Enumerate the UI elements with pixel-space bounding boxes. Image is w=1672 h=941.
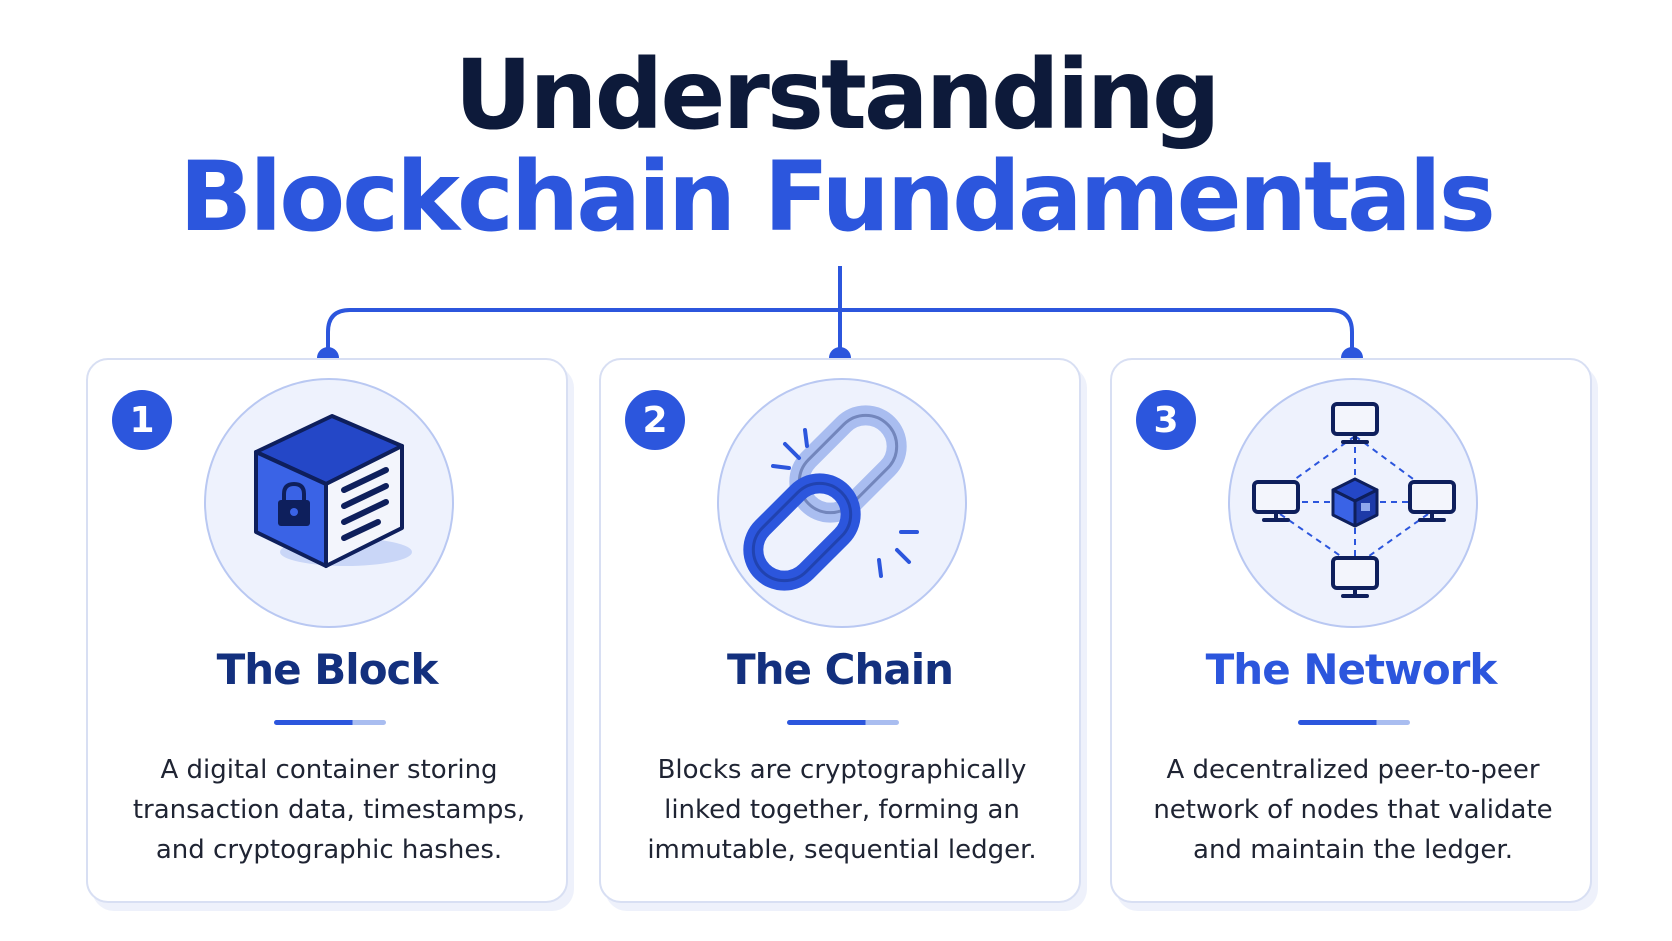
title-underline-chain bbox=[787, 720, 899, 725]
icon-circle-block bbox=[204, 378, 454, 628]
chain-link-icon bbox=[743, 405, 919, 591]
network-nodes-icon bbox=[1252, 402, 1456, 598]
card-description-network: A decentralized peer-to-peer network of … bbox=[1153, 755, 1553, 865]
card-title-network: The Network bbox=[1205, 645, 1498, 694]
card-block: 1 The Block A digit bbox=[86, 358, 568, 903]
monitor-bottom bbox=[1331, 556, 1379, 598]
monitor-left bbox=[1252, 480, 1300, 522]
card-chain: 2 The Chain Blocks are cryptographically… bbox=[599, 358, 1081, 903]
monitor-top bbox=[1331, 402, 1379, 444]
card-title-block: The Block bbox=[216, 645, 439, 694]
title-underline-block bbox=[274, 720, 386, 725]
card-title-chain: The Chain bbox=[726, 645, 954, 694]
title-underline-network bbox=[1298, 720, 1410, 725]
title-line-2: Blockchain Fundamentals bbox=[179, 141, 1496, 253]
step-badge-2: 2 bbox=[625, 390, 685, 450]
icon-circle-chain bbox=[717, 378, 967, 628]
step-badge-3: 3 bbox=[1136, 390, 1196, 450]
monitor-right bbox=[1408, 480, 1456, 522]
icon-circle-network bbox=[1228, 378, 1478, 628]
connector-bar bbox=[326, 308, 1354, 358]
step-badge-1: 1 bbox=[112, 390, 172, 450]
card-description-block: A digital container storing transaction … bbox=[132, 755, 526, 865]
card-network: 3 bbox=[1110, 358, 1592, 903]
card-description-chain: Blocks are cryptographically linked toge… bbox=[647, 755, 1037, 865]
block-cube-icon bbox=[254, 414, 412, 568]
title-line-1: Understanding bbox=[454, 39, 1220, 151]
